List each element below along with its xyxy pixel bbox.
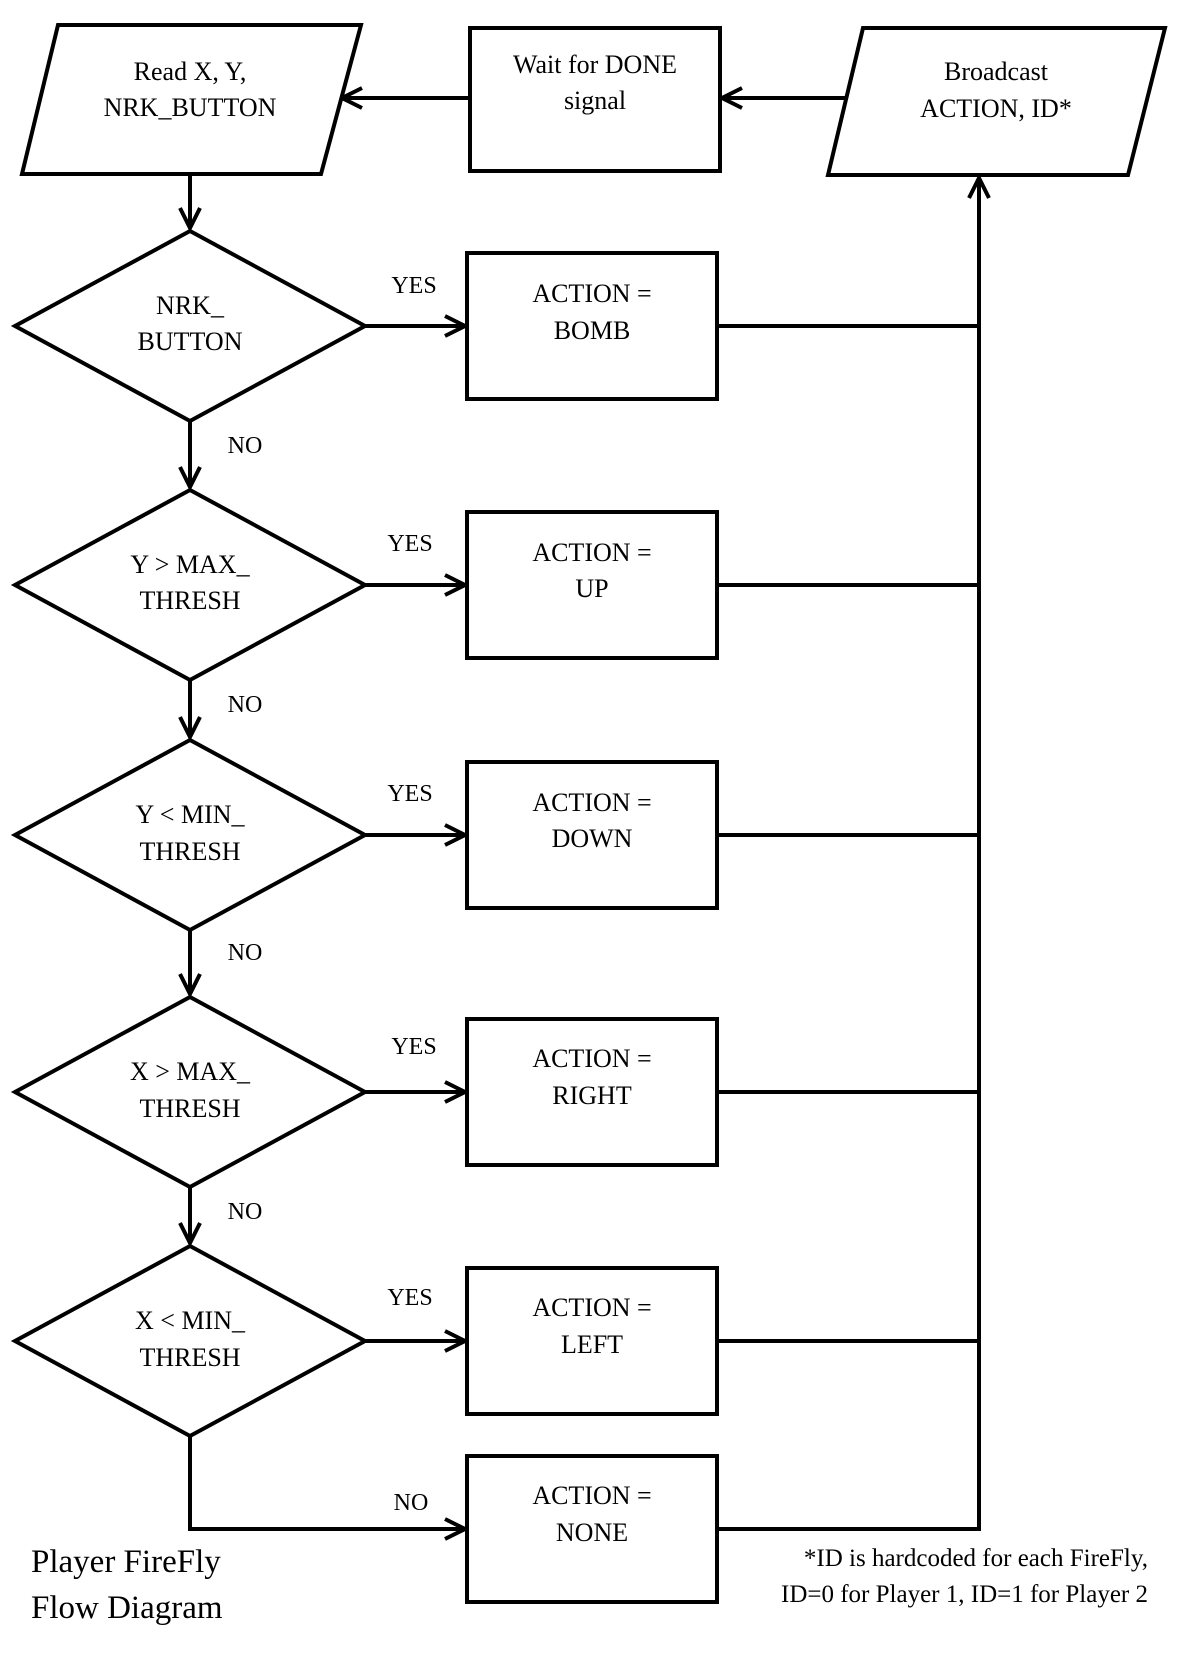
read-input-label-2: NRK_BUTTON [104, 93, 277, 122]
action-right-label-1: ACTION = [532, 1044, 651, 1073]
decision-x-min-label-1: X < MIN_ [135, 1306, 246, 1335]
decision-y-max [10, 487, 370, 683]
yes-label-3: YES [387, 781, 432, 807]
no-label-1: NO [228, 433, 263, 459]
action-up-label-1: ACTION = [532, 538, 651, 567]
decision-x-min [10, 1243, 370, 1439]
decision-y-max-label-2: THRESH [139, 586, 240, 615]
diagram-title-line-1: Player FireFly [31, 1544, 221, 1580]
decision-nrk-button-label-2: BUTTON [138, 327, 243, 356]
action-right-node [465, 1017, 719, 1167]
no-label-5: NO [394, 1490, 429, 1516]
no-label-3: NO [228, 940, 263, 966]
action-up-label-2: UP [575, 574, 608, 603]
decision-x-max-label-1: X > MAX_ [130, 1057, 251, 1086]
action-none-label-2: NONE [556, 1518, 628, 1547]
action-down-node [465, 760, 719, 910]
broadcast-label-1: Broadcast [944, 57, 1049, 86]
decision-y-min [10, 737, 370, 933]
footnote-line-1: *ID is hardcoded for each FireFly, [804, 1545, 1148, 1572]
action-down-label-2: DOWN [552, 824, 633, 853]
yes-label-5: YES [387, 1285, 432, 1311]
decision-y-min-label-1: Y < MIN_ [135, 800, 245, 829]
decision-y-max-label-1: Y > MAX_ [130, 550, 250, 579]
decision-x-min-label-2: THRESH [139, 1343, 240, 1372]
read-input-label-1: Read X, Y, [134, 57, 247, 86]
read-input-node [19, 23, 364, 176]
action-none-node [465, 1454, 719, 1604]
no-label-4: NO [228, 1199, 263, 1225]
broadcast-label-2: ACTION, ID* [920, 94, 1072, 123]
action-left-node [465, 1266, 719, 1416]
decision-x-max-label-2: THRESH [139, 1094, 240, 1123]
decision-nrk-button [10, 228, 370, 424]
yes-label-4: YES [391, 1034, 436, 1060]
broadcast-node [825, 26, 1168, 177]
yes-label-1: YES [391, 273, 436, 299]
footnote-line-2: ID=0 for Player 1, ID=1 for Player 2 [781, 1581, 1148, 1608]
action-bomb-label-1: ACTION = [532, 279, 651, 308]
action-bomb-node [465, 251, 719, 401]
arrow-no-5 [188, 1436, 465, 1529]
action-bomb-label-2: BOMB [554, 316, 631, 345]
wait-done-label-2: signal [564, 86, 626, 115]
yes-label-2: YES [387, 531, 432, 557]
wait-done-label-1: Wait for DONE [513, 50, 677, 79]
decision-nrk-button-label-1: NRK_ [156, 291, 225, 320]
decision-y-min-label-2: THRESH [139, 837, 240, 866]
action-none-label-1: ACTION = [532, 1481, 651, 1510]
no-label-2: NO [228, 692, 263, 718]
diagram-title-line-2: Flow Diagram [31, 1590, 223, 1626]
action-down-label-1: ACTION = [532, 788, 651, 817]
action-left-label-2: LEFT [561, 1330, 623, 1359]
action-left-label-1: ACTION = [532, 1293, 651, 1322]
decision-x-max [10, 994, 370, 1190]
action-right-label-2: RIGHT [552, 1081, 632, 1110]
